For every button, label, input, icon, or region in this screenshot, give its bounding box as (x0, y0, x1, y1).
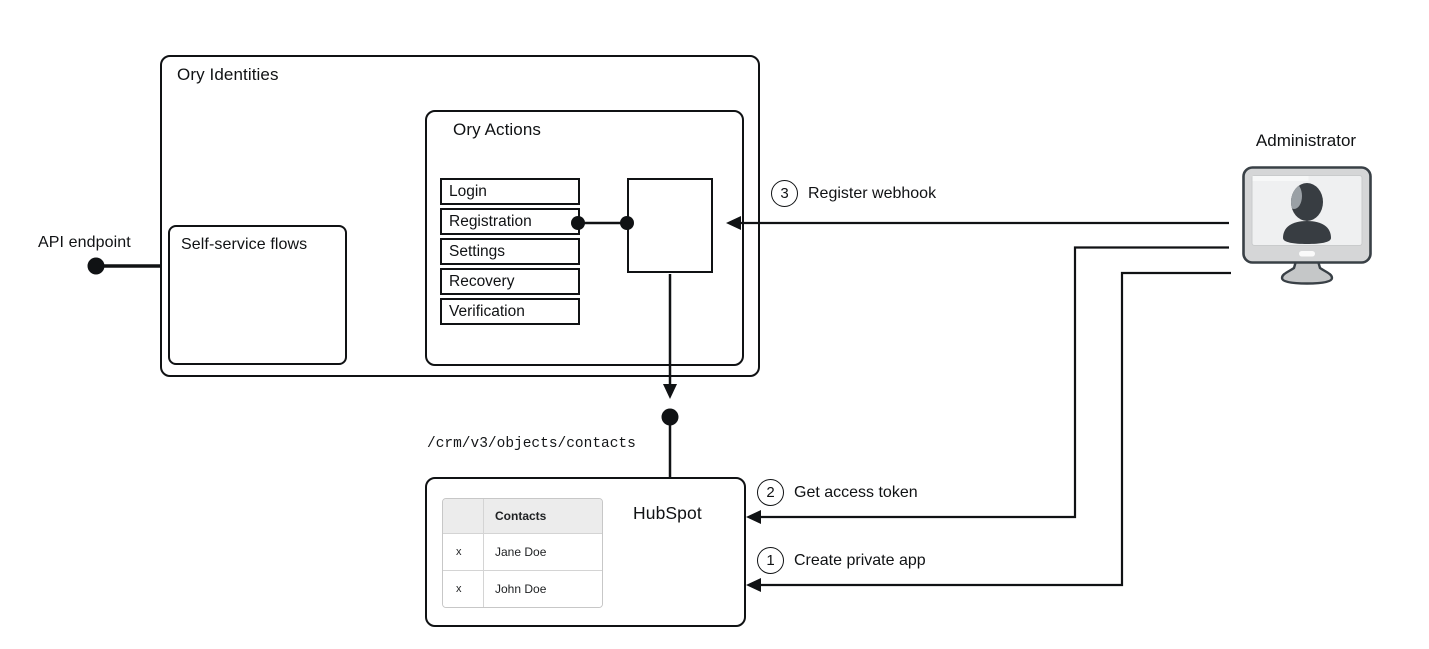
step-1-create-private-app: 1 Create private app (757, 547, 926, 574)
table-row: x John Doe (443, 570, 602, 607)
administrator-label: Administrator (1255, 131, 1357, 150)
step-3-number-badge: 3 (771, 180, 798, 207)
step-1-number-badge: 1 (757, 547, 784, 574)
webhook-node-box (627, 178, 713, 273)
crm-endpoint-path: /crm/v3/objects/contacts (427, 436, 636, 452)
contact-checkbox-cell: x (443, 571, 484, 607)
flow-row-recovery: Recovery (440, 268, 580, 295)
contacts-table-header-row: Contacts (443, 499, 602, 533)
self-service-flows-box (168, 225, 347, 365)
administrator-monitor-icon (1242, 166, 1372, 285)
flow-row-login: Login (440, 178, 580, 205)
create-private-app-arrow-line (758, 271, 1231, 587)
api-endpoint-label: API endpoint (38, 234, 131, 251)
step-3-register-webhook: 3 Register webhook (771, 180, 936, 207)
contact-name-cell: Jane Doe (495, 545, 547, 559)
get-access-token-arrowhead (746, 510, 761, 524)
ory-actions-title: Ory Actions (453, 120, 542, 139)
person-silhouette-icon (1283, 183, 1331, 244)
hubspot-title: HubSpot (633, 503, 702, 523)
monitor-button (1299, 251, 1315, 257)
contacts-header-label: Contacts (495, 509, 547, 523)
contacts-endpoint-dot (661, 408, 679, 426)
api-endpoint-dot (87, 257, 105, 275)
screen-highlight (1252, 176, 1309, 181)
contacts-table: Contacts x Jane Doe x John Doe (442, 498, 603, 608)
contact-checkbox-cell: x (443, 534, 484, 570)
step-2-get-access-token: 2 Get access token (757, 479, 918, 506)
flow-row-verification: Verification (440, 298, 580, 325)
step-1-label: Create private app (794, 551, 926, 569)
webhook-down-arrowhead (663, 384, 677, 399)
get-access-token-arrow-line (758, 246, 1229, 519)
contact-name-cell: John Doe (495, 582, 547, 596)
flow-row-settings: Settings (440, 238, 580, 265)
monitor-stand (1280, 259, 1334, 285)
step-2-number-badge: 2 (757, 479, 784, 506)
step-3-label: Register webhook (808, 184, 937, 202)
self-service-flows-title: Self-service flows (181, 236, 308, 253)
flow-row-registration: Registration (440, 208, 580, 235)
table-row: x Jane Doe (443, 533, 602, 570)
ory-actions-flow-list: Login Registration Settings Recovery Ver… (440, 178, 580, 328)
create-private-app-arrowhead (746, 578, 761, 592)
contacts-header-empty-cell (443, 499, 484, 533)
ory-identities-title: Ory Identities (177, 65, 279, 84)
step-2-label: Get access token (794, 483, 918, 501)
